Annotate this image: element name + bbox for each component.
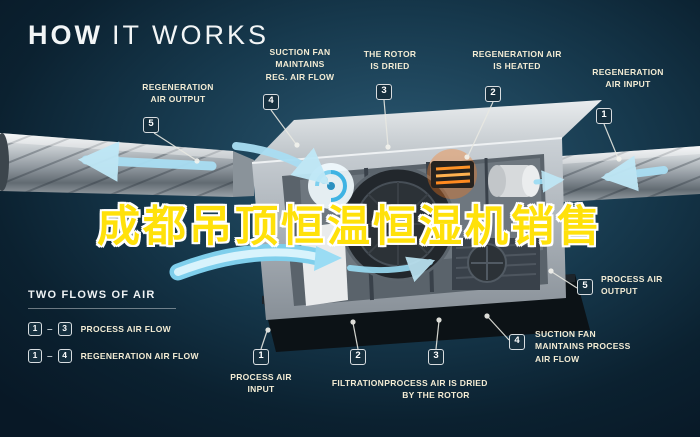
step-badge-2-filtration: 2 (350, 349, 366, 365)
legend-row-process-flow: 1 – 3 PROCESS AIR FLOW (28, 322, 199, 336)
regen-entry-swoosh (232, 142, 330, 185)
process-suction-fan-housing (488, 165, 540, 197)
callout-label-regeneration-air-input: REGENERATION AIR INPUT (592, 67, 664, 90)
process-output-arrow (533, 170, 565, 193)
process-input-arrowhead (314, 246, 342, 271)
step-badge-1-process-input: 1 (253, 349, 269, 365)
callout-label-rotor-is-dried: THE ROTOR IS DRIED (363, 49, 417, 72)
legend-badge-to: 4 (57, 349, 72, 363)
title-word-it-works: IT WORKS (111, 20, 269, 50)
callout-label-process-air-output: PROCESS AIR OUTPUT (601, 274, 663, 297)
callout-label-suction-fan-reg: SUCTION FAN MAINTAINS REG. AIR FLOW (265, 47, 335, 82)
step-badge-3-rotor-dried: 3 (376, 84, 392, 100)
callout-label-suction-fan-process: SUCTION FAN MAINTAINS PROCESS AIR FLOW (535, 329, 631, 364)
machine-body (251, 100, 602, 352)
legend-badge-from: 1 (28, 322, 42, 336)
overlay-watermark-text: 成都吊顶恒温恒湿机销售 (97, 203, 603, 251)
title-word-how: HOW (28, 20, 103, 50)
leader-lines (153, 99, 622, 350)
callout-label-filtration: FILTRATION (331, 378, 385, 388)
callout-label-process-air-dried: PROCESS AIR IS DRIED BY THE ROTOR (384, 378, 488, 401)
callout-label-regeneration-air-output: REGENERATION AIR OUTPUT (142, 82, 214, 105)
legend-badge-from: 1 (28, 349, 42, 363)
regen-output-arrow (77, 141, 217, 182)
machine-interior (282, 149, 548, 306)
step-badge-5-process-output: 5 (577, 279, 593, 295)
step-badge-1-regeneration-input: 1 (596, 108, 612, 124)
legend-dash: – (47, 323, 53, 335)
lower-compartment (452, 238, 540, 290)
regen-input-arrow (600, 155, 668, 192)
legend-badge-to: 3 (57, 322, 72, 336)
legend-dash: – (47, 350, 53, 362)
heater-element (427, 149, 477, 199)
step-badge-5-regeneration-output: 5 (143, 117, 159, 133)
step-badge-3-process-dried: 3 (428, 349, 444, 365)
legend-divider (28, 308, 176, 309)
process-input-swoosh-inner (174, 248, 322, 276)
callout-label-process-air-input: PROCESS AIR INPUT (230, 372, 292, 395)
legend-two-flows: TWO FLOWS OF AIR 1 – 3 PROCESS AIR FLOW … (28, 289, 199, 363)
machine-top-face (252, 100, 602, 163)
legend-title: TWO FLOWS OF AIR (28, 289, 156, 301)
legend-label-regeneration-air-flow: REGENERATION AIR FLOW (80, 351, 199, 361)
step-badge-2-air-heated: 2 (485, 86, 501, 102)
desiccant-rotor (340, 166, 456, 282)
internal-process-arrow (347, 256, 436, 283)
airflow-arrows (77, 141, 668, 283)
callout-label-regeneration-air-heated: REGENERATION AIR IS HEATED (472, 49, 562, 72)
page-title: HOW IT WORKS (28, 20, 269, 51)
step-badge-4-suction-fan-reg: 4 (263, 94, 279, 110)
step-badge-4-suction-fan-process: 4 (509, 334, 525, 350)
legend-row-regeneration-flow: 1 – 4 REGENERATION AIR FLOW (28, 349, 199, 363)
legend-label-process-air-flow: PROCESS AIR FLOW (80, 324, 171, 334)
